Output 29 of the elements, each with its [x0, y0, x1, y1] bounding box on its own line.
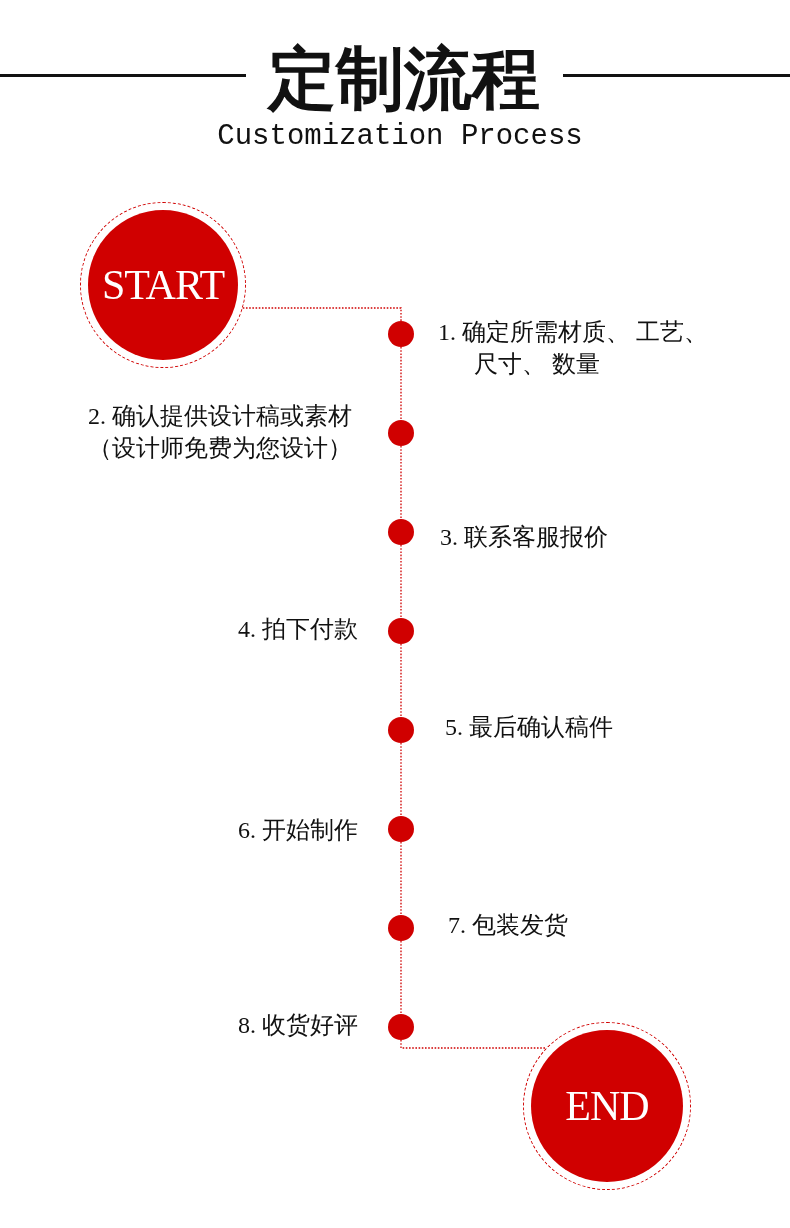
timeline-dot-icon: [388, 420, 414, 446]
step-label: 8. 收货好评: [237, 1011, 358, 1040]
connector-line: [400, 643, 402, 718]
connector-line: [400, 742, 402, 817]
step-label: 7. 包装发货: [448, 911, 569, 940]
title: 定制流程: [266, 37, 541, 118]
timeline-dot-icon: [388, 618, 414, 644]
subtitle: Customization Process: [216, 120, 584, 155]
step-label: 2. 确认提供设计稿或素材（设计师免费为您设计）: [87, 402, 353, 463]
connector-line: [400, 346, 402, 421]
connector-line: [242, 307, 402, 322]
step-label: 6. 开始制作: [237, 816, 358, 845]
step-label: 3. 联系客服报价: [440, 523, 609, 552]
step-label: 5. 最后确认稿件: [445, 713, 614, 742]
timeline-dot-icon: [388, 321, 414, 347]
connector-line: [400, 544, 402, 619]
timeline-dot-icon: [388, 915, 414, 941]
terminal-label: END: [565, 1082, 649, 1130]
timeline-dot-icon: [388, 816, 414, 842]
step-label: 1. 确定所需材质、 工艺、尺寸、 数量: [438, 318, 709, 379]
timeline-dot-icon: [388, 519, 414, 545]
connector-line: [400, 940, 402, 1015]
timeline-dot-icon: [388, 717, 414, 743]
terminal-label: START: [101, 261, 225, 309]
connector-line: [400, 1039, 547, 1049]
connector-line: [400, 445, 402, 520]
timeline-dot-icon: [388, 1014, 414, 1040]
step-label: 4. 拍下付款: [237, 615, 358, 644]
connector-line: [400, 841, 402, 916]
